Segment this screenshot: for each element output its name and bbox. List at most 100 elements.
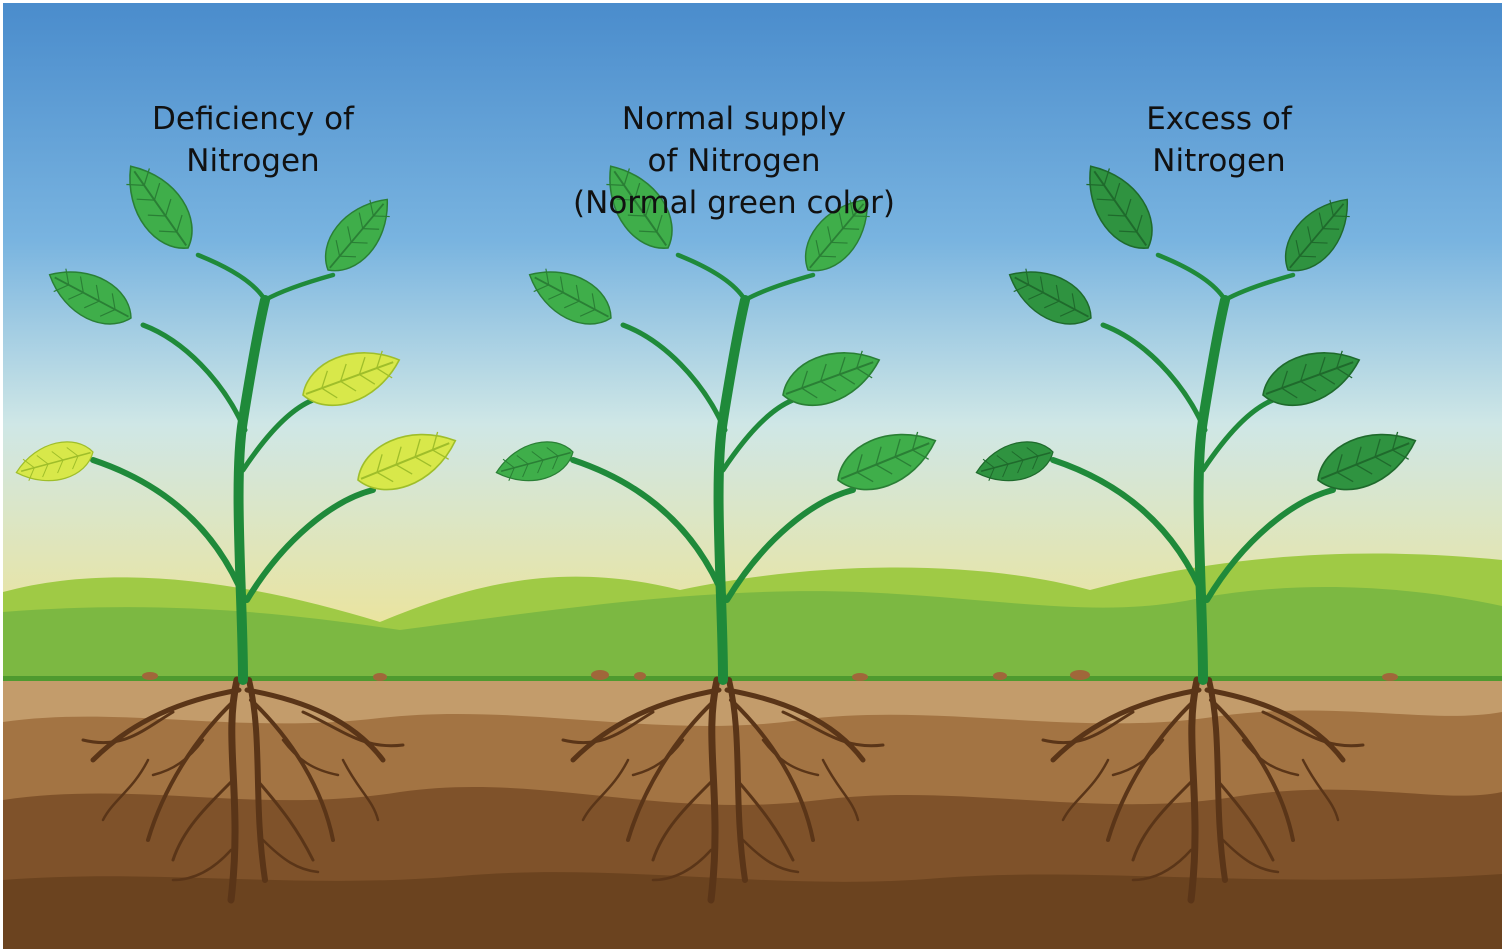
root <box>1050 687 1202 763</box>
leaf-green <box>782 350 881 407</box>
root <box>1241 738 1300 777</box>
leaf-yellow <box>302 350 401 407</box>
root <box>1209 698 1295 842</box>
root <box>1204 687 1346 763</box>
root <box>651 848 713 882</box>
stem-branch <box>195 252 268 303</box>
stem-branch <box>724 487 856 603</box>
root <box>244 687 386 763</box>
leaf-green <box>837 431 937 491</box>
stem-branch <box>675 252 748 303</box>
roots <box>81 676 405 904</box>
root <box>1301 758 1340 822</box>
leaf-green <box>975 441 1054 482</box>
caption-line: (Normal green color) <box>573 185 895 221</box>
stem-branch <box>233 295 270 685</box>
roots <box>561 676 885 904</box>
root <box>249 698 335 842</box>
stem-branch <box>1050 457 1208 603</box>
stem-branch <box>1155 252 1228 303</box>
hill-front <box>3 586 1502 680</box>
stem-branch <box>1200 397 1276 473</box>
root <box>761 738 820 777</box>
stem <box>90 252 376 685</box>
caption-deficiency: Deficiency of Nitrogen <box>43 98 463 182</box>
caption-line: Normal supply <box>621 101 847 137</box>
leaf-green <box>324 198 390 272</box>
stem <box>1050 252 1336 685</box>
leaf-green <box>804 198 870 272</box>
root <box>341 758 380 822</box>
leaf-green <box>606 165 673 249</box>
stem-branch <box>570 457 728 603</box>
root <box>255 778 315 862</box>
root <box>781 710 885 748</box>
stem-branch <box>720 397 796 473</box>
caption-line: Nitrogen <box>1152 143 1286 179</box>
leaf-green <box>48 268 132 325</box>
root <box>735 778 795 862</box>
caption-line: Nitrogen <box>186 143 320 179</box>
stem-branch <box>140 322 248 433</box>
stem-branch <box>713 295 750 685</box>
leaf-green <box>528 268 612 325</box>
root <box>1131 778 1195 862</box>
root <box>581 758 630 822</box>
root <box>81 710 175 745</box>
root <box>1215 778 1275 862</box>
leaf-yellow <box>357 431 457 491</box>
root <box>1041 710 1135 745</box>
leaf-green <box>495 441 574 482</box>
stem <box>570 252 856 685</box>
root <box>626 698 717 842</box>
caption-excess: Excess of Nitrogen <box>1009 98 1429 182</box>
root <box>741 838 800 874</box>
plant-nitrogen-normal <box>495 165 937 904</box>
root <box>1131 848 1193 882</box>
caption-line: Excess of <box>1146 101 1292 137</box>
caption-normal: Normal supply of Nitrogen (Normal green … <box>524 98 944 224</box>
stem-branch <box>1193 295 1230 685</box>
stem-branch <box>742 272 816 303</box>
leaf-yellow <box>15 441 94 482</box>
stem-branch <box>240 397 316 473</box>
root <box>724 687 866 763</box>
stem-branch <box>90 457 248 603</box>
root <box>281 738 340 777</box>
root <box>146 698 237 842</box>
root <box>171 848 233 882</box>
root <box>651 778 715 862</box>
root <box>301 710 405 748</box>
root <box>631 738 685 777</box>
leaf-green <box>126 165 193 249</box>
ground-line <box>3 676 1502 681</box>
caption-line: Deficiency of <box>152 101 354 137</box>
stem-branch <box>1204 487 1336 603</box>
root <box>821 758 860 822</box>
root <box>570 687 722 763</box>
root <box>1221 838 1280 874</box>
root <box>261 838 320 874</box>
root <box>561 710 655 745</box>
stem-branch <box>244 487 376 603</box>
stem-branch <box>262 272 336 303</box>
root <box>1261 710 1365 748</box>
leaf-green <box>1284 198 1350 272</box>
root <box>101 758 150 822</box>
leaf-green <box>1317 431 1417 491</box>
stem-branch <box>1222 272 1296 303</box>
stem-branch <box>620 322 728 433</box>
leaf-green <box>1008 268 1092 325</box>
plant-nitrogen-excess <box>975 165 1417 904</box>
soil-bottom-layer <box>3 872 1502 949</box>
leaf-green <box>1086 165 1153 249</box>
root <box>1111 738 1165 777</box>
root <box>1061 758 1110 822</box>
plant-nitrogen-deficiency <box>15 165 457 904</box>
pebbles <box>142 670 1398 681</box>
root <box>90 687 242 763</box>
roots <box>1041 676 1365 904</box>
root <box>151 738 205 777</box>
leaf-green <box>1262 350 1361 407</box>
